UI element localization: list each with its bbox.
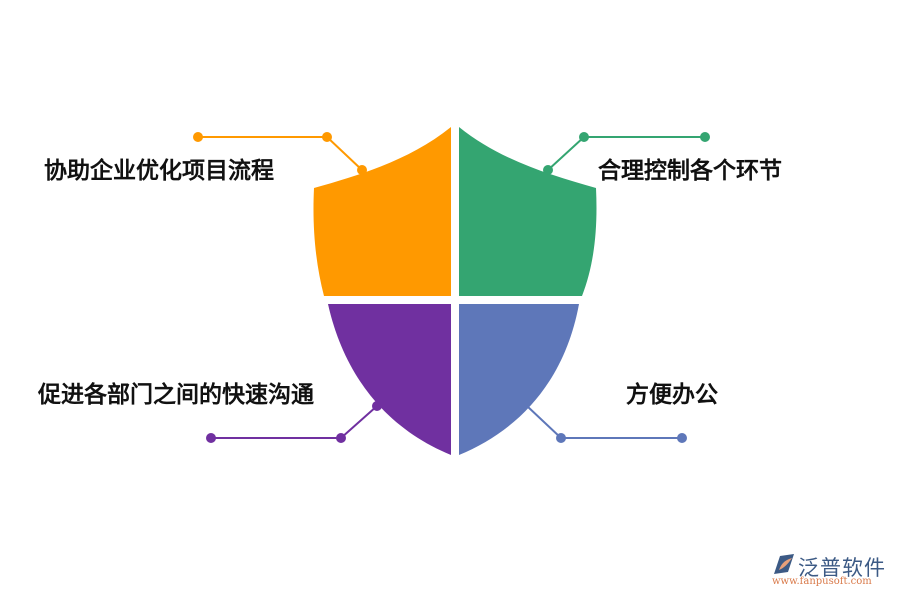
brand-logo: 泛普软件 www.fanpusoft.com <box>770 552 895 592</box>
shield-quadrant-top-left <box>313 127 451 296</box>
label-top-left: 协助企业优化项目流程 <box>44 158 274 184</box>
connector-bottom-right <box>526 405 687 443</box>
logo-icon <box>774 554 794 574</box>
shield-quadrant-bottom-right <box>459 304 579 455</box>
connector-bottom-left <box>206 401 382 443</box>
connector-top-right <box>543 132 710 175</box>
label-bottom-right: 方便办公 <box>626 382 718 408</box>
logo-url: www.fanpusoft.com <box>772 576 872 587</box>
connector-top-left <box>193 132 367 175</box>
label-top-right: 合理控制各个环节 <box>598 158 782 184</box>
shield-quadrant-top-right <box>459 127 597 296</box>
shield-quadrant-bottom-left <box>328 304 451 455</box>
label-bottom-left: 促进各部门之间的快速沟通 <box>38 382 314 408</box>
logo-name: 泛普软件 <box>798 556 886 580</box>
